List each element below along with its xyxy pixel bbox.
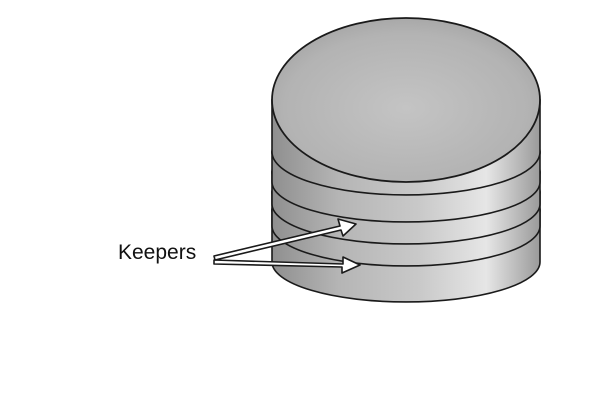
keeper-arrow-upper	[213, 218, 357, 261]
magnet-disc-top	[271, 17, 541, 196]
keepers-label: Keepers	[118, 241, 197, 264]
keeper-arrow-lower	[213, 256, 361, 274]
